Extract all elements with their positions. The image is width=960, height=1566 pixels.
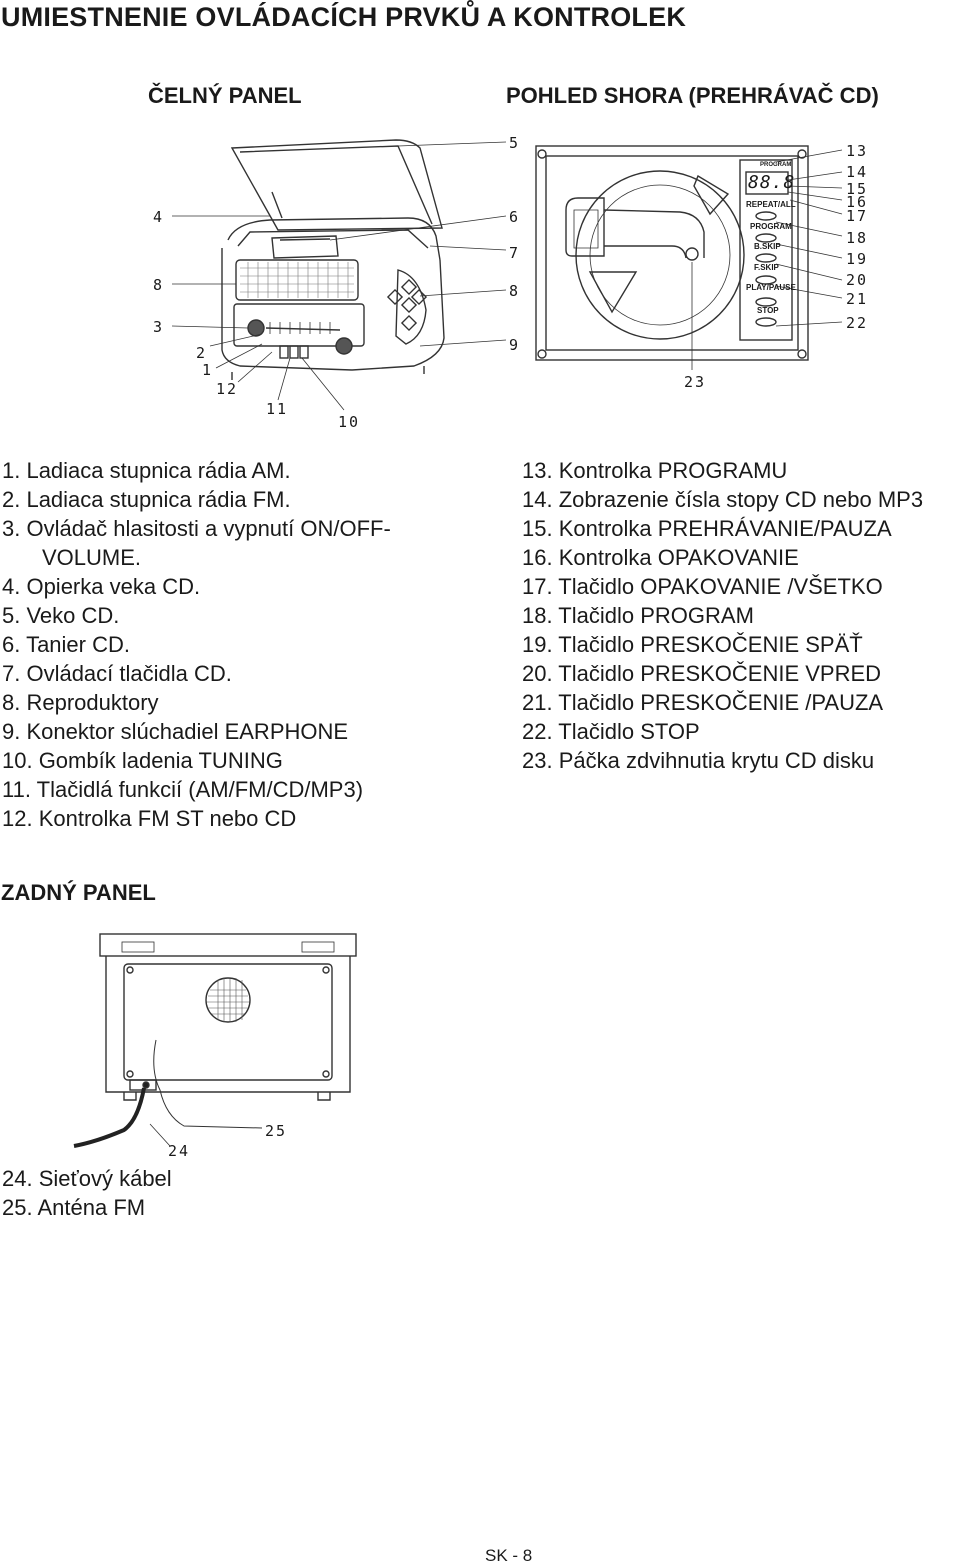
list-item: 21. Tlačidlo PRESKOČENIE /PAUZA [522,690,884,715]
f-skip-label: F.SKIP [754,263,779,272]
callout-6: 6 [509,208,521,226]
list-item: 9. Konektor slúchadiel EARPHONE [2,719,349,744]
callout-11: 11 [266,400,289,418]
callout-9: 9 [509,336,521,354]
callout-19: 19 [846,250,869,268]
list-item: 11. Tlačidlá funkcií (AM/FM/CD/MP3) [2,777,364,802]
stop-label: STOP [757,306,779,315]
list-item: 15. Kontrolka PREHRÁVANIE/PAUZA [522,516,892,541]
callout-13: 13 [846,142,869,160]
list-item: 19. Tlačidlo PRESKOČENIE SPÄŤ [522,632,863,657]
page-title: UMIESTNENIE OVLÁDACÍCH PRVKŮ A KONTROLEK [1,2,687,32]
list-item: 2. Ladiaca stupnica rádia FM. [2,487,291,512]
list-item: 3. Ovládač hlasitosti a vypnutí ON/OFF- [2,516,391,541]
callout-8b: 8 [509,282,521,300]
callout-17: 17 [846,207,869,225]
list-item: 1. Ladiaca stupnica rádia AM. [2,458,291,483]
page-number: SK - 8 [485,1546,533,1565]
list-item: VOLUME. [42,545,142,570]
list-item: 23. Páčka zdvihnutia krytu CD disku [522,748,875,773]
callout-3: 3 [153,318,165,336]
list-item: 18. Tlačidlo PROGRAM [522,603,754,628]
callout-2: 2 [196,344,208,362]
rear-parts-list: 24. Sieťový kábel 25. Anténa FM [2,1164,172,1222]
cd-parts-list: 13. Kontrolka PROGRAMU 14. Zobrazenie čí… [522,456,923,775]
callout-20: 20 [846,271,869,289]
callout-10: 10 [338,413,361,431]
list-item: 14. Zobrazenie čísla stopy CD nebo MP3 [522,487,924,512]
list-item: 10. Gombík ladenia TUNING [2,748,283,773]
list-item: 5. Veko CD. [2,603,120,628]
list-item: 4. Opierka veka CD. [2,574,201,599]
rear-panel-illustration [73,933,357,1148]
callout-16: 16 [846,193,869,211]
list-item: 8. Reproduktory [2,690,159,715]
program-button-label: PROGRAM [750,222,792,231]
front-panel-illustration [171,139,507,411]
list-item: 25. Anténa FM [2,1195,146,1220]
b-skip-label: B.SKIP [754,242,781,251]
play-pause-label: PLAY/PAUSE [746,283,796,292]
callout-1: 1 [202,361,214,379]
rear-panel-heading: ZADNÝ PANEL [1,880,156,905]
top-view-heading: POHLED SHORA (PREHRÁVAČ CD) [506,83,879,108]
callout-22: 22 [846,314,869,332]
callout-12: 12 [216,380,239,398]
callout-18: 18 [846,229,869,247]
callout-4: 4 [153,208,165,226]
callout-8: 8 [153,276,165,294]
cd-top-view-illustration [535,145,843,370]
list-item: 22. Tlačidlo STOP [522,719,700,744]
callout-24: 24 [168,1142,191,1160]
callout-23: 23 [684,373,707,391]
callout-15: 15 [846,180,869,198]
list-item: 7. Ovládací tlačidla CD. [2,661,232,686]
list-item: 17. Tlačidlo OPAKOVANIE /VŠETKO [522,574,883,599]
track-display: 88.8 [748,172,796,193]
program-indicator-label: PROGRAM [760,162,792,168]
callout-25: 25 [265,1122,288,1140]
list-item: 6. Tanier CD. [2,632,130,657]
callout-14: 14 [846,163,869,181]
list-item: 20. Tlačidlo PRESKOČENIE VPRED [522,661,882,686]
repeat-all-label: REPEAT/ALL [746,200,796,209]
callout-21: 21 [846,290,869,308]
front-panel-heading: ČELNÝ PANEL [148,83,302,108]
list-item: 24. Sieťový kábel [2,1166,172,1191]
list-item: 16. Kontrolka OPAKOVANIE [522,545,799,570]
callout-7: 7 [509,244,521,262]
list-item: 13. Kontrolka PROGRAMU [522,458,788,483]
front-parts-list: 1. Ladiaca stupnica rádia AM. 2. Ladiaca… [2,456,391,833]
callout-5: 5 [509,134,521,152]
list-item: 12. Kontrolka FM ST nebo CD [2,806,297,831]
